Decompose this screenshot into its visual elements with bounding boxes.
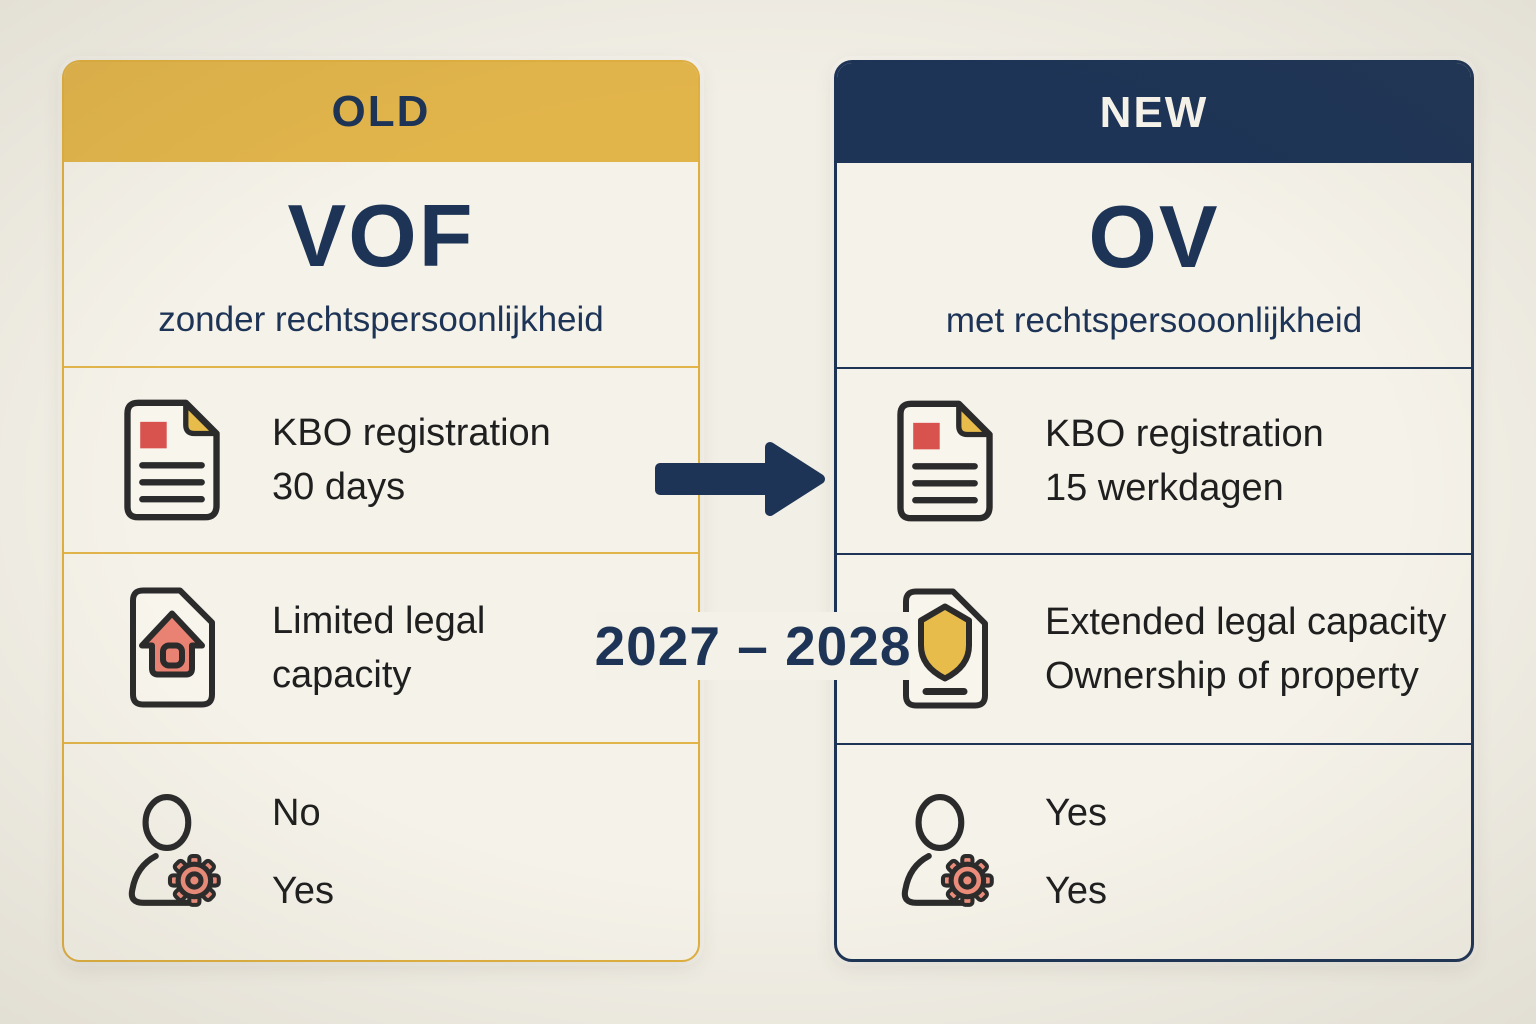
row-line: 15 werkdagen [1045,467,1284,509]
new-card-title: OV [1088,187,1220,286]
row-line: Yes [1045,870,1107,912]
house-document-icon [114,581,230,715]
row-line: Yes [272,870,334,912]
new-card-title-block: OV met rechtspersooonlijkheid [837,163,1471,367]
row-line: KBO registration [1045,413,1324,455]
old-row-legal-capacity-text: Limited legal capacity [272,594,485,702]
new-row-registration-text: KBO registration 15 werkdagen [1045,407,1324,515]
old-row-person: No Yes [64,742,698,960]
new-row-person-text: Yes Yes [1045,788,1107,916]
shield-document-icon [887,582,1003,716]
old-card-title: VOF [287,186,475,285]
old-card-header-label: OLD [331,87,431,136]
row-line: KBO registration [272,412,551,454]
new-row-legal-capacity-text: Extended legal capacity Ownership of pro… [1045,595,1446,703]
person-gear-icon [114,785,230,919]
row-line: capacity [272,654,412,696]
old-row-person-text: No Yes [272,788,334,916]
row-line: Yes [1045,792,1107,834]
old-row-registration: KBO registration 30 days [64,366,698,552]
old-card-title-block: VOF zonder rechtspersoonlijkheid [64,162,698,366]
year-range-label: 2027 – 2028 [595,612,910,680]
person-gear-icon [887,785,1003,919]
document-icon [114,393,230,527]
new-row-person: Yes Yes [837,743,1471,959]
right-arrow-icon [650,437,832,526]
old-row-registration-text: KBO registration 30 days [272,406,551,514]
new-row-legal-capacity: Extended legal capacity Ownership of pro… [837,553,1471,743]
row-line: 30 days [272,466,406,508]
new-card-subtitle: met rechtspersooonlijkheid [945,301,1363,340]
row-line: Ownership of property [1045,655,1419,697]
new-card-header: NEW [837,63,1471,163]
old-card-header: OLD [64,62,698,162]
row-line: Limited legal [272,600,486,642]
old-row-legal-capacity: Limited legal capacity [64,552,698,742]
row-line: No [272,792,321,834]
old-card: OLD VOF zonder rechtspersoonlijkheid KBO… [62,60,700,962]
new-card: NEW OV met rechtspersooonlijkheid KBO re… [834,60,1474,962]
new-row-registration: KBO registration 15 werkdagen [837,367,1471,553]
old-card-subtitle: zonder rechtspersoonlijkheid [158,300,604,339]
row-line: Extended legal capacity [1045,601,1447,643]
document-icon [887,394,1003,528]
new-card-header-label: NEW [1099,88,1209,137]
